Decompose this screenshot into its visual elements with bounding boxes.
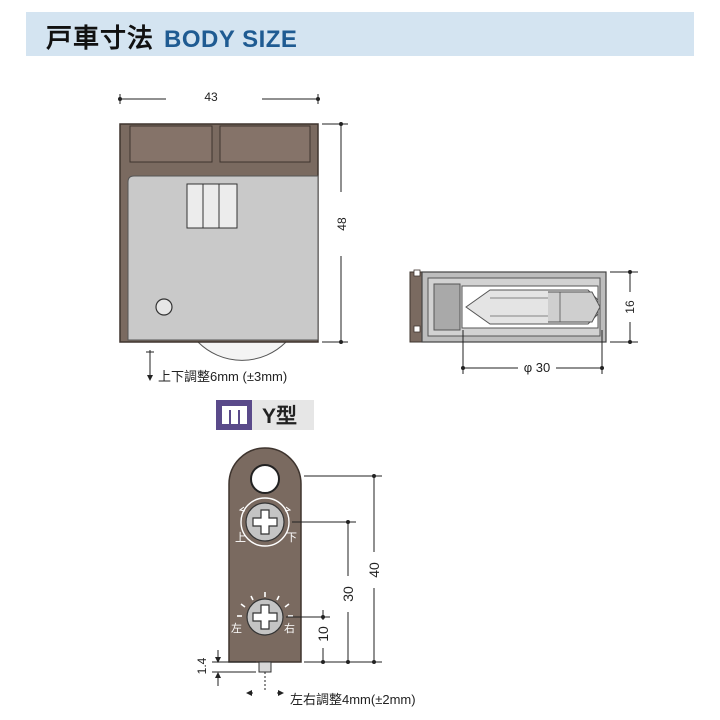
dim-48: 48 (322, 122, 349, 344)
cross-slot-icon (252, 604, 278, 630)
y-type-plate: 上 下 左 右 (228, 447, 302, 673)
dim-43-label: 43 (204, 90, 218, 104)
dim-30-label: 30 (340, 586, 356, 602)
vertical-adjust: 上下調整6mm (±3mm) (146, 350, 287, 384)
vertical-adjust-note: 上下調整6mm (±3mm) (158, 369, 287, 384)
lateral-adjust-note: 左右調整4mm(±2mm) (290, 692, 416, 707)
top-block-right (219, 125, 311, 163)
mark-up: 上 (235, 531, 246, 544)
dim-40-label: 40 (366, 562, 382, 578)
front-view (119, 123, 319, 361)
dim-43: 43 (118, 90, 320, 104)
top-block-left (129, 125, 213, 163)
lateral-adjust: 左右調整4mm(±2mm) (246, 672, 416, 707)
dim-40: 40 (304, 474, 382, 664)
dim-16: 16 (610, 270, 638, 344)
mark-left: 左 (231, 622, 242, 635)
dim-10: 10 (286, 610, 331, 664)
front-plate (127, 175, 319, 341)
dim-phi30: φ 30 (461, 330, 604, 375)
wheel-arc (196, 341, 288, 361)
front-hole (155, 298, 173, 316)
dim-16-label: 16 (623, 300, 637, 314)
dim-30: 30 (292, 520, 356, 664)
dim-phi30-label: φ 30 (524, 360, 551, 375)
title-japanese: 戸車寸法 (46, 23, 155, 53)
mark-right: 右 (284, 621, 295, 635)
y-plate-body (228, 447, 302, 663)
header-band (26, 12, 694, 56)
dim-10-label: 10 (315, 626, 331, 642)
y-type-icon (216, 400, 252, 430)
dim-1-4-label: 1.4 (195, 657, 209, 674)
dim-1-4: 1.4 (195, 650, 256, 686)
y-bottom-nub (258, 661, 272, 673)
slot-window (186, 183, 238, 229)
y-type-label-box: Y型 (252, 400, 314, 430)
y-type-label: Y型 (262, 405, 298, 428)
side-view (409, 269, 607, 343)
page-title: 戸車寸法 BODY SIZE (46, 18, 297, 53)
dim-48-label: 48 (335, 217, 349, 231)
title-english: BODY SIZE (164, 26, 298, 53)
y-top-hole (250, 464, 280, 494)
cross-slot-icon (252, 509, 278, 535)
mark-down: 下 (286, 532, 297, 544)
